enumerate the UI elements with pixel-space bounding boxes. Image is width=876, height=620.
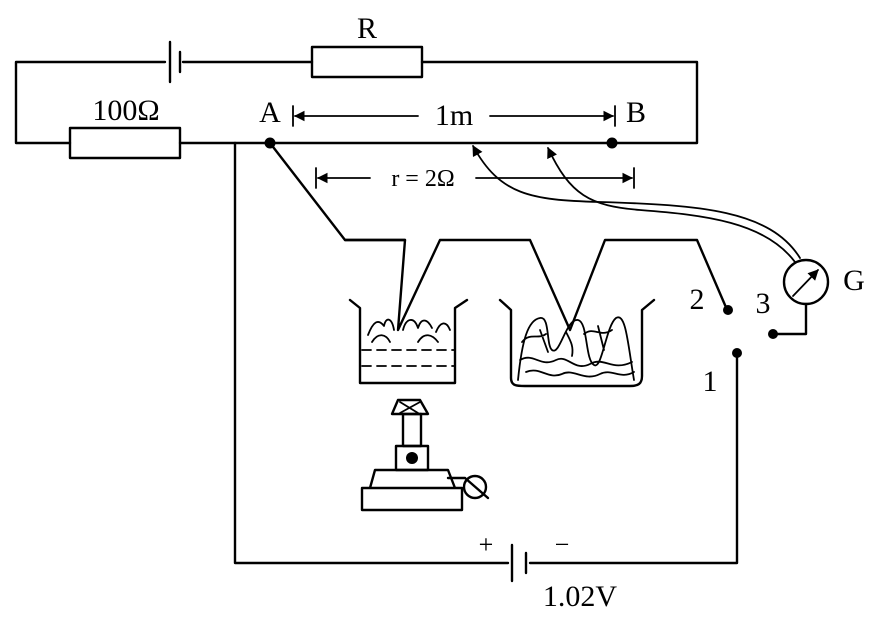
resistor-100-label: 100Ω <box>92 94 159 127</box>
terminal-3-dot <box>768 329 778 339</box>
terminal-2-dot <box>723 305 733 315</box>
battery-plus-label: + <box>479 530 494 559</box>
burner <box>360 398 490 512</box>
hot-beaker-froth <box>367 318 451 343</box>
resistor-100-ohm <box>68 126 182 160</box>
burner-valve-knob <box>406 452 418 464</box>
burner-base <box>360 468 464 512</box>
terminals: 2 3 1 <box>690 283 778 398</box>
burner-flame-lines <box>399 401 421 414</box>
hot-beaker-body <box>348 298 469 385</box>
resistance-dimension: r = 2Ω <box>315 166 635 192</box>
slider-lead-1 <box>472 145 801 259</box>
battery-minus-label: − <box>555 530 570 559</box>
terminal-1-dot <box>732 348 742 358</box>
burner-tube <box>401 412 423 448</box>
hot-beaker <box>348 298 469 385</box>
battery-voltage-label: 1.02V <box>543 580 618 613</box>
bottom-cell <box>510 543 528 583</box>
thermocouple-v-junctions <box>343 238 730 332</box>
burner-gas-valve <box>462 474 488 500</box>
cold-beaker-body <box>498 298 656 388</box>
top-loop-circuit: R 100Ω <box>14 12 699 160</box>
top-cell <box>168 40 182 84</box>
length-label: 1m <box>435 99 473 132</box>
resistor-r-label: R <box>357 12 377 45</box>
point-a-label: A <box>259 96 281 129</box>
bottom-loop-wire <box>233 141 739 565</box>
slider-lead-2 <box>547 147 796 263</box>
top-loop-wire <box>14 60 699 145</box>
galvanometer-label: G <box>843 264 865 297</box>
point-b-label: B <box>626 96 646 129</box>
bottom-circuit: + − 1.02V <box>233 141 739 613</box>
burner-flame <box>390 398 430 416</box>
wire-resistance-label: r = 2Ω <box>391 166 454 192</box>
terminal-1-label: 1 <box>703 365 718 398</box>
point-b-dot <box>606 137 618 149</box>
thermocouple-metal-a <box>268 141 407 242</box>
galvanometer: G <box>773 258 865 336</box>
galvanometer-to-terminal-3 <box>773 302 808 336</box>
galvanometer-needle <box>792 269 819 297</box>
length-dimension: 1m <box>292 99 616 132</box>
thermocouple-wire <box>268 141 730 332</box>
resistor-r <box>310 45 424 79</box>
terminal-3-label: 3 <box>756 287 771 320</box>
galvanometer-leads <box>472 145 801 263</box>
terminal-2-label: 2 <box>690 283 705 316</box>
cold-beaker <box>498 298 656 388</box>
cold-beaker-ice <box>517 316 635 381</box>
